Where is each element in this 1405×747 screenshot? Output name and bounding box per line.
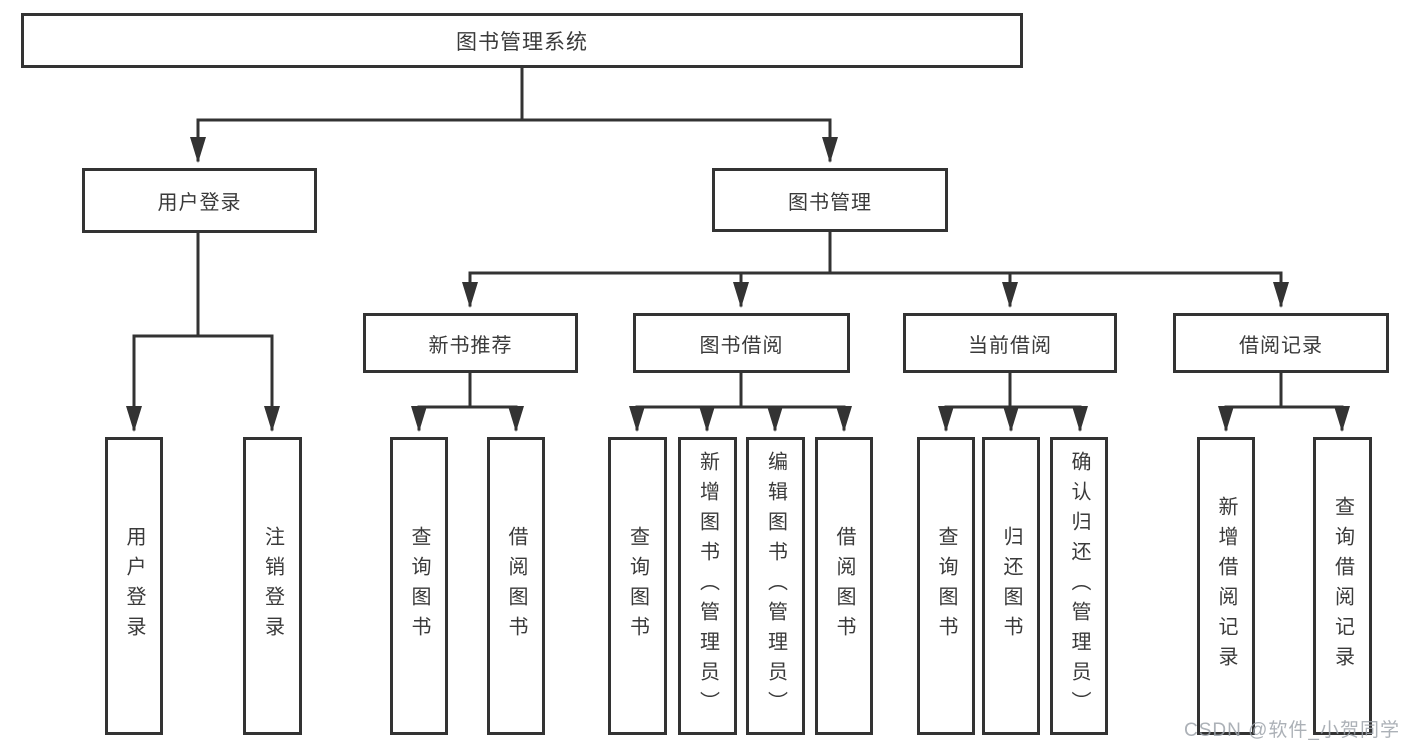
leaf-query-borrow-record-label: 查询借阅记录 — [1331, 496, 1354, 676]
node-user-login-label: 用户登录 — [157, 192, 242, 214]
leaf-query-book-borrow-label: 查询图书 — [626, 526, 649, 646]
node-new-book-recommend-label: 新书推荐 — [428, 334, 513, 357]
leaf-add-borrow-record: 新增借阅记录 — [1197, 437, 1255, 735]
leaf-borrow-book-recommend-label: 借阅图书 — [505, 526, 527, 646]
leaf-confirm-return-admin-label: 确认归还（管理员） — [1068, 451, 1090, 721]
node-book-borrow: 图书借阅 — [633, 313, 850, 373]
leaf-query-book-current-label: 查询图书 — [935, 526, 957, 646]
leaf-return-book-label: 归还图书 — [1000, 526, 1022, 646]
node-root-system-label: 图书管理系统 — [456, 30, 588, 54]
node-book-management: 图书管理 — [712, 168, 948, 232]
leaf-borrow-book: 借阅图书 — [815, 437, 873, 735]
leaf-borrow-book-recommend: 借阅图书 — [487, 437, 545, 735]
leaf-add-book-admin: 新增图书（管理员） — [678, 437, 737, 735]
node-user-login: 用户登录 — [82, 168, 317, 233]
leaf-query-book-borrow: 查询图书 — [608, 437, 667, 735]
node-new-book-recommend: 新书推荐 — [363, 313, 578, 373]
leaf-add-borrow-record-label: 新增借阅记录 — [1215, 496, 1237, 676]
leaf-confirm-return-admin: 确认归还（管理员） — [1050, 437, 1108, 735]
csdn-watermark: CSDN @软件_小贺同学 — [1184, 720, 1400, 741]
leaf-logout-label: 注销登录 — [261, 526, 284, 646]
node-book-management-label: 图书管理 — [788, 191, 872, 214]
node-borrow-records-label: 借阅记录 — [1239, 334, 1323, 357]
leaf-add-book-admin-label: 新增图书（管理员） — [696, 451, 719, 721]
leaf-edit-book-admin-label: 编辑图书（管理员） — [764, 451, 787, 721]
node-book-borrow-label: 图书借阅 — [699, 334, 784, 357]
node-current-borrow: 当前借阅 — [903, 313, 1117, 373]
leaf-logout: 注销登录 — [243, 437, 302, 735]
leaf-return-book: 归还图书 — [982, 437, 1040, 735]
leaf-user-login: 用户登录 — [105, 437, 163, 735]
leaf-query-book-current: 查询图书 — [917, 437, 975, 735]
leaf-user-login-label: 用户登录 — [123, 526, 145, 646]
leaf-query-book-recommend-label: 查询图书 — [408, 526, 430, 646]
leaf-edit-book-admin: 编辑图书（管理员） — [746, 437, 805, 735]
leaf-query-borrow-record: 查询借阅记录 — [1313, 437, 1372, 735]
node-root-system: 图书管理系统 — [21, 13, 1023, 68]
leaf-borrow-book-label: 借阅图书 — [833, 526, 855, 646]
leaf-query-book-recommend: 查询图书 — [390, 437, 448, 735]
node-current-borrow-label: 当前借阅 — [968, 334, 1052, 357]
node-borrow-records: 借阅记录 — [1173, 313, 1389, 373]
